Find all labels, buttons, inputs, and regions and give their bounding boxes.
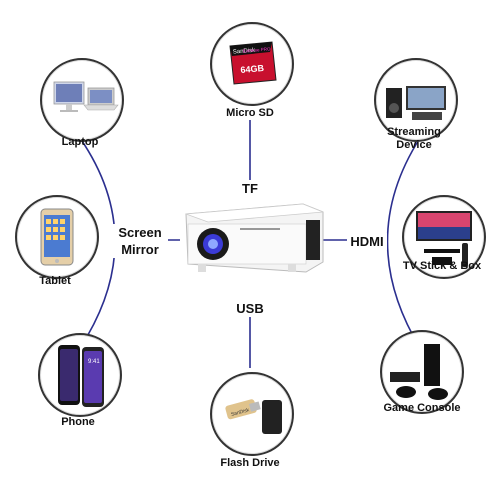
tv-stick-circle <box>402 195 486 279</box>
tv-stick-icon <box>416 211 472 267</box>
laptop-circle <box>40 58 124 142</box>
tablet-label: Tablet <box>39 275 71 287</box>
sd-brand-text: SanDisk <box>233 48 257 56</box>
tablet-icon <box>40 208 74 266</box>
flash-drive-brand-text: SanDisk <box>230 407 250 418</box>
right-connector-arc <box>386 137 421 349</box>
micro-sd-card-icon: SanDisk Extreme PRO 64GB <box>229 41 277 85</box>
hdmi-label: HDMI <box>347 233 387 250</box>
phone-circle: 9:41 <box>38 333 122 417</box>
usb-label: USB <box>234 300 266 317</box>
micro-sd-circle: SanDisk Extreme PRO 64GB <box>210 22 294 106</box>
streaming-device-icon <box>386 86 446 120</box>
projector-image <box>178 192 328 287</box>
flash-drive-label: Flash Drive <box>220 457 280 469</box>
sd-capacity-text: 64GB <box>240 63 265 75</box>
phone-icon: 9:41 <box>58 345 104 407</box>
streaming-device-circle <box>374 58 458 142</box>
game-console-circle <box>380 330 464 414</box>
tablet-circle <box>15 195 99 279</box>
flash-drive-icon: SanDisk <box>225 399 282 434</box>
game-console-icon <box>390 344 448 400</box>
sd-line-text: Extreme PRO <box>243 46 272 53</box>
laptop-label: Laptop <box>61 136 99 148</box>
svg-text:9:41: 9:41 <box>88 359 100 365</box>
screen-mirror-line2: Mirror <box>121 242 159 257</box>
flash-drive-circle: SanDisk <box>210 372 294 456</box>
screen-mirror-line1: Screen <box>118 225 162 240</box>
game-console-label: Game Console <box>383 402 461 414</box>
tf-label: TF <box>238 180 262 197</box>
streaming-line1: Streaming <box>387 126 441 138</box>
laptop-icon <box>53 81 119 112</box>
micro-sd-label: Micro SD <box>226 107 274 119</box>
tv-stick-label: TV Stick & Box <box>402 260 482 272</box>
phone-label: Phone <box>61 416 95 428</box>
streaming-device-label: Streaming Device <box>374 126 454 152</box>
streaming-line2: Device <box>396 139 432 151</box>
screen-mirror-label: Screen Mirror <box>112 224 168 258</box>
